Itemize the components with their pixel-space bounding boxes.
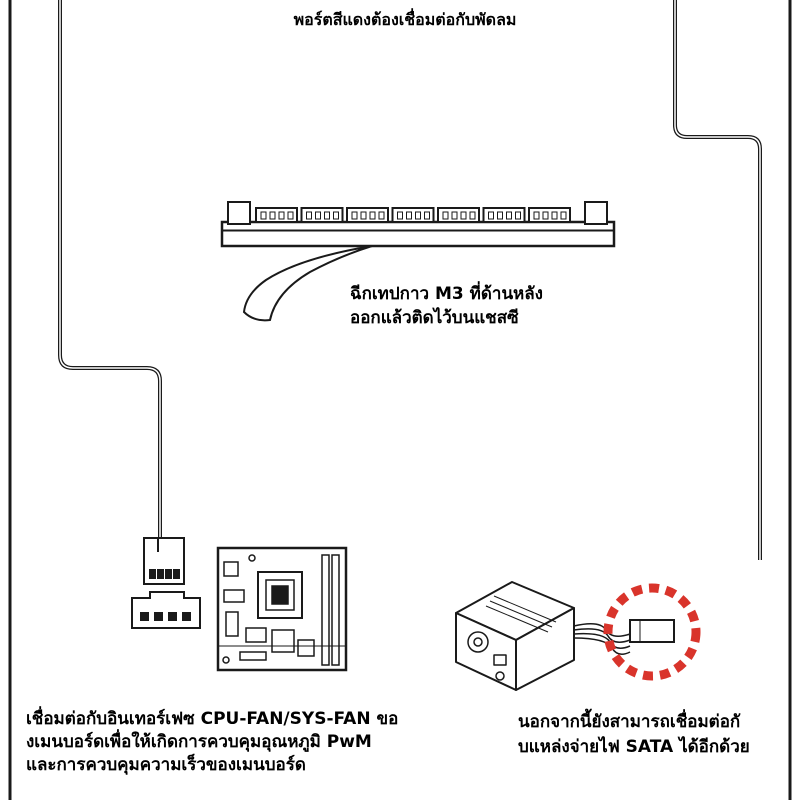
adhesive-tape-note-line2: ออกแล้วติดไว้บนแชสซี bbox=[350, 308, 519, 328]
sata-cable-bundle bbox=[573, 623, 631, 655]
sata-connector bbox=[629, 619, 675, 643]
hub-port-pin bbox=[424, 211, 430, 220]
hub-port-pin bbox=[460, 211, 467, 220]
sata-note-line1: นอกจากนี้ยังสามารถเชื่อมต่อกั bbox=[518, 712, 741, 732]
hub-end-cap-right bbox=[584, 201, 608, 225]
ram-slot-2 bbox=[331, 554, 340, 666]
hub-port-pin bbox=[442, 211, 449, 220]
sata-note-line2: บแหล่งจ่ายไฟ SATA ได้อีกด้วย bbox=[518, 737, 750, 757]
hub-port-pin bbox=[287, 211, 294, 220]
motherboard-note-line3: และการควบคุมความเร็วของเมนบอร์ด bbox=[26, 755, 306, 775]
psu-cable-inner bbox=[674, 0, 761, 560]
motherboard bbox=[216, 546, 348, 672]
hub-port-pin bbox=[451, 211, 458, 220]
hub-port-pin bbox=[506, 211, 512, 220]
hub-port-pin bbox=[415, 211, 421, 220]
hub-port-pin bbox=[469, 211, 476, 220]
hub-port-pin bbox=[324, 211, 330, 220]
hub-ports bbox=[255, 207, 571, 223]
hub-port-pin bbox=[497, 211, 503, 220]
hub-port-pin bbox=[551, 211, 558, 220]
motherboard-connection-note: เชื่อมต่อกับอินเทอร์เฟซ CPU-FAN/SYS-FAN … bbox=[26, 708, 398, 777]
red-port-note: พอร์ตสีแดงต้องเชื่อมต่อกับพัดลม bbox=[293, 10, 517, 29]
hub-port-pin bbox=[306, 211, 312, 220]
psu-vent-grille bbox=[485, 595, 557, 633]
hub-port-pin bbox=[333, 211, 339, 220]
ram-slot-1 bbox=[321, 554, 330, 666]
hub-port-pin bbox=[533, 211, 540, 220]
m3-adhesive-tape bbox=[242, 245, 373, 322]
hub-port-pin bbox=[488, 211, 494, 220]
hub-port-pin bbox=[369, 211, 376, 220]
hub-port-pin bbox=[397, 211, 403, 220]
hub-port-pin bbox=[260, 211, 267, 220]
mb-fan-cable bbox=[58, 0, 162, 540]
hub-port-pin bbox=[360, 211, 367, 220]
hub-port-pin bbox=[542, 211, 549, 220]
power-supply bbox=[455, 581, 575, 691]
fan-connector-female bbox=[143, 537, 185, 585]
hub-port-pin bbox=[315, 211, 321, 220]
hub-port-pin bbox=[378, 211, 385, 220]
mb-fan-header bbox=[131, 591, 201, 629]
fan-hub-body bbox=[220, 220, 616, 248]
adhesive-tape-note-line1: ฉีกเทปกาว M3 ที่ด้านหลัง bbox=[350, 284, 543, 304]
hub-port-pin bbox=[269, 211, 276, 220]
motherboard-note-line2: งเมนบอร์ดเพื่อให้เกิดการควบคุมอุณหภูมิ P… bbox=[26, 732, 372, 752]
sata-power-note: นอกจากนี้ยังสามารถเชื่อมต่อกั บแหล่งจ่าย… bbox=[518, 710, 750, 760]
sata-highlight-ring bbox=[603, 583, 701, 681]
hub-end-cap-left bbox=[227, 201, 251, 225]
adhesive-tape-note: ฉีกเทปกาว M3 ที่ด้านหลัง ออกแล้วติดไว้บน… bbox=[350, 282, 543, 330]
hub-port-pin bbox=[406, 211, 412, 220]
fan-hub bbox=[220, 201, 616, 248]
mb-fan-cable-inner bbox=[59, 0, 161, 540]
hub-port-pin bbox=[278, 211, 285, 220]
hub-port-pin bbox=[351, 211, 358, 220]
motherboard-note-line1: เชื่อมต่อกับอินเทอร์เฟซ CPU-FAN/SYS-FAN … bbox=[26, 709, 399, 729]
fan-hub-base-line bbox=[221, 229, 615, 232]
psu-cable bbox=[673, 0, 762, 560]
hub-port-pin bbox=[560, 211, 567, 220]
hub-port-pin bbox=[515, 211, 521, 220]
